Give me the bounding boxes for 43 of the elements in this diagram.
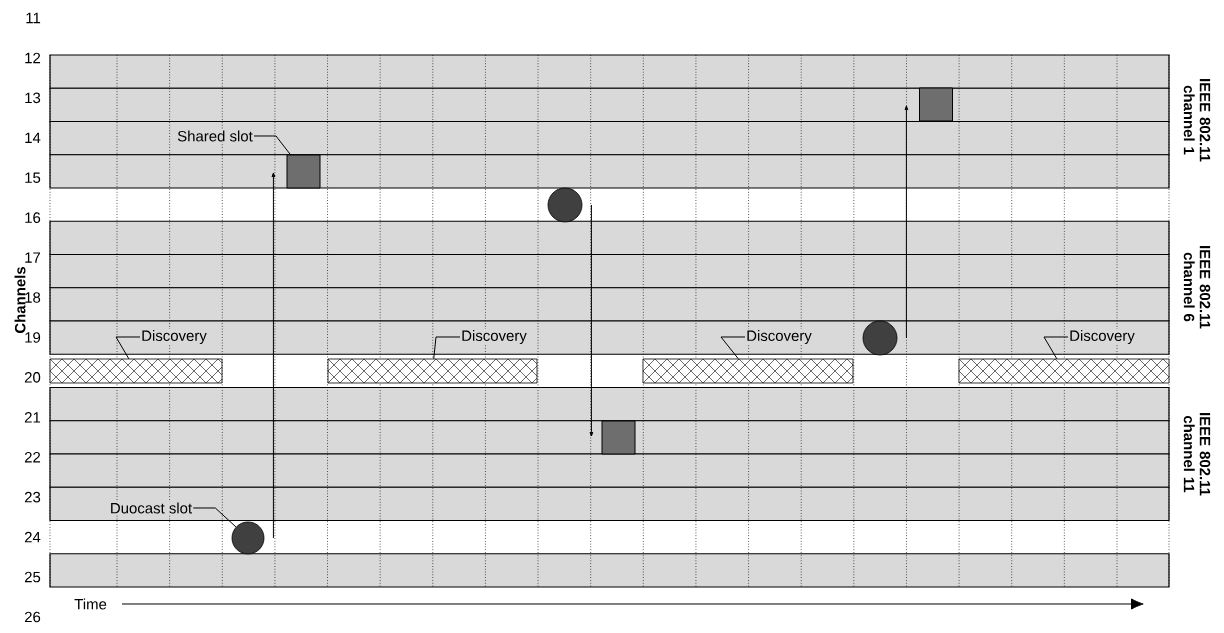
hatched-bar <box>327 358 538 384</box>
arrow <box>271 172 276 539</box>
leader-line <box>433 336 461 360</box>
axis-number: 17 <box>25 252 41 263</box>
axis-number: 13 <box>25 92 41 104</box>
slot-circle <box>862 320 898 356</box>
axis-title: Time <box>74 598 107 610</box>
axis-number: 12 <box>25 52 41 64</box>
leader-line <box>253 135 291 155</box>
leader-line <box>115 336 141 360</box>
arrow <box>589 204 594 437</box>
axis-number: 16 <box>25 212 41 223</box>
slot-square <box>286 154 321 189</box>
hatched-bar <box>49 358 223 384</box>
slot-circle <box>547 187 583 223</box>
slot-square <box>601 420 636 455</box>
channel-group-label: IEEE 802.11 channel 6 <box>1183 246 1211 329</box>
channel-group-label: IEEE 802.11 channel 11 <box>1183 413 1211 496</box>
hatched-bar <box>958 358 1170 384</box>
axis-number: 22 <box>24 452 41 463</box>
arrow <box>904 105 909 339</box>
leader-line <box>1043 336 1069 360</box>
channel-group-label: IEEE 802.11 channel 1 <box>1183 79 1211 162</box>
axis-number: 18 <box>25 292 41 303</box>
axis-number: 14 <box>25 132 41 143</box>
axis-title: Channels <box>14 267 26 333</box>
leader-line <box>192 507 237 528</box>
slot-circle <box>231 521 265 555</box>
slot-label: Discovery <box>140 329 208 345</box>
slot-label: Discovery <box>460 329 528 345</box>
axis-number: 19 <box>25 332 41 343</box>
axis-number: 23 <box>24 491 41 503</box>
axis-number: 26 <box>24 611 41 623</box>
axis-number: 15 <box>25 172 41 183</box>
axis-number: 24 <box>24 531 41 543</box>
axis-number: 21 <box>24 412 41 423</box>
slot-label: Discovery <box>745 329 813 345</box>
axis-number: 11 <box>26 12 41 24</box>
axis-number: 25 <box>24 571 41 583</box>
hatched-bar <box>642 358 854 384</box>
slot-label: Discovery <box>1068 329 1136 345</box>
leader-line <box>720 336 746 360</box>
slot-square <box>919 87 953 122</box>
